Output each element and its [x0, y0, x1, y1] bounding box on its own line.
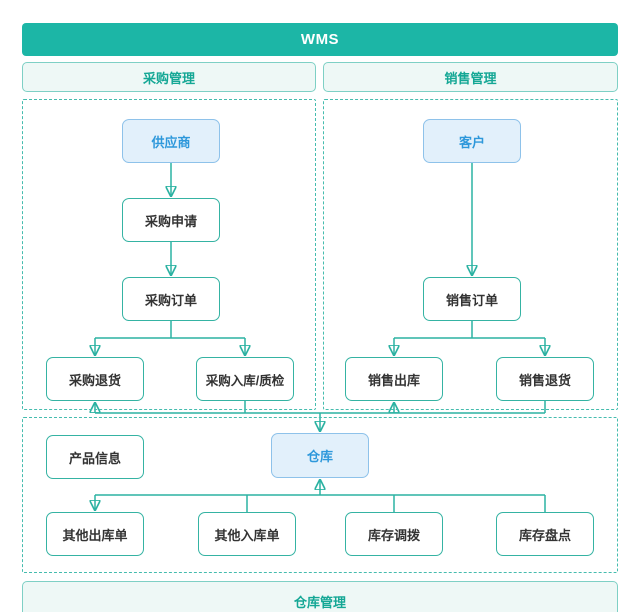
node-other-inbound: 其他入库单 — [198, 512, 296, 556]
node-supplier: 供应商 — [122, 119, 220, 163]
node-warehouse: 仓库 — [271, 433, 369, 478]
node-warehouse-label: 仓库 — [306, 449, 333, 464]
wms-title-bar: WMS — [22, 23, 618, 56]
node-purchase-order: 采购订单 — [122, 277, 220, 321]
node-inventory-transfer-label: 库存调拨 — [367, 527, 420, 543]
node-product-info: 产品信息 — [46, 435, 144, 479]
warehouse-section-region — [22, 417, 618, 573]
node-sales-outbound: 销售出库 — [345, 357, 443, 401]
node-purchase-return: 采购退货 — [46, 357, 144, 401]
node-customer-label: 客户 — [458, 134, 485, 150]
node-purchase-inbound-qc: 采购入库/质检 — [196, 357, 294, 401]
node-other-outbound: 其他出库单 — [46, 512, 144, 556]
warehouse-section-label: 仓库管理 — [293, 595, 346, 610]
node-inventory-count-label: 库存盘点 — [518, 527, 571, 543]
purchase-section-label: 采购管理 — [142, 70, 195, 86]
node-sales-order: 销售订单 — [423, 277, 521, 321]
sales-section-header: 销售管理 — [323, 62, 618, 92]
node-sales-return-label: 销售退货 — [518, 372, 571, 388]
node-product-info-label: 产品信息 — [68, 450, 121, 466]
sales-section-label: 销售管理 — [444, 70, 497, 86]
sales-section-region — [323, 99, 618, 410]
purchase-section-header: 采购管理 — [22, 62, 316, 92]
node-supplier-label: 供应商 — [151, 134, 191, 150]
node-inventory-count: 库存盘点 — [496, 512, 594, 556]
wms-title: WMS — [300, 31, 340, 48]
node-purchase-return-label: 采购退货 — [68, 372, 121, 388]
warehouse-section-header: 仓库管理 — [22, 581, 618, 612]
node-purchase-request: 采购申请 — [122, 198, 220, 242]
node-customer: 客户 — [423, 119, 521, 163]
node-purchase-request-label: 采购申请 — [144, 213, 197, 229]
purchase-section-region — [22, 99, 316, 410]
node-sales-return: 销售退货 — [496, 357, 594, 401]
node-sales-outbound-label: 销售出库 — [367, 372, 420, 388]
node-inventory-transfer: 库存调拨 — [345, 512, 443, 556]
node-other-inbound-label: 其他入库单 — [214, 527, 280, 543]
node-sales-order-label: 销售订单 — [445, 292, 498, 308]
node-purchase-order-label: 采购订单 — [144, 292, 197, 308]
node-other-outbound-label: 其他出库单 — [62, 527, 128, 543]
node-purchase-inbound-qc-label: 采购入库/质检 — [205, 373, 285, 388]
